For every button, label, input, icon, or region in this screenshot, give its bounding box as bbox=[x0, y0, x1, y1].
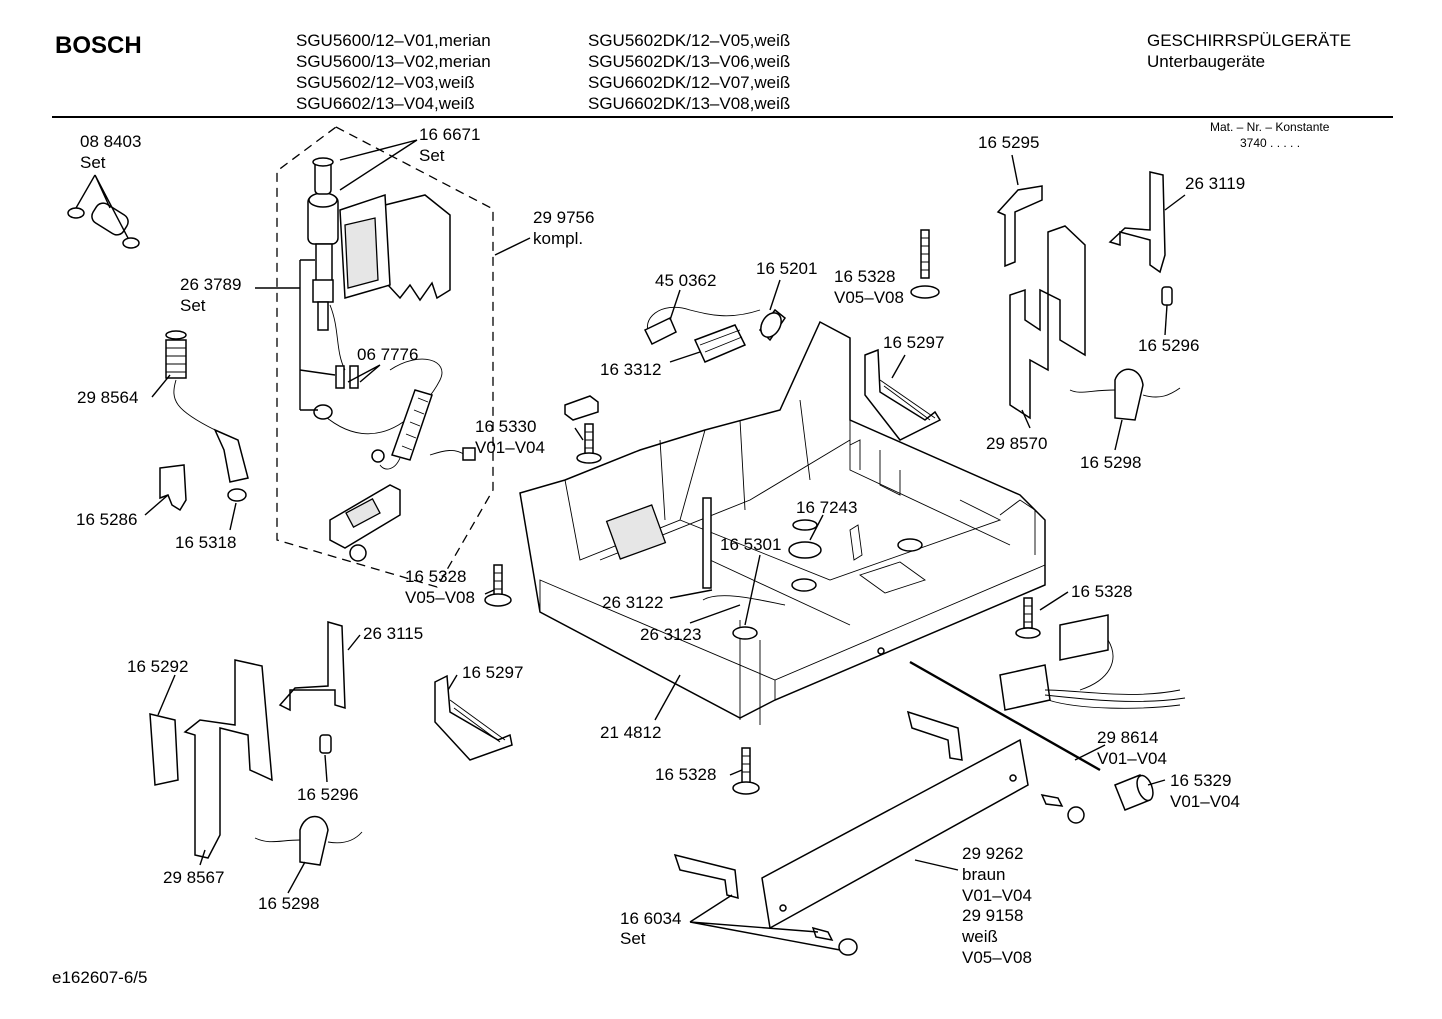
part-label: 16 5329 bbox=[1170, 771, 1231, 790]
part-label: 45 0362 bbox=[655, 271, 716, 290]
spring-clip-bottom bbox=[434, 674, 513, 761]
part-label: 26 3123 bbox=[640, 625, 701, 644]
plinth-bracket-bottom bbox=[673, 853, 739, 900]
category-title: GESCHIRRSPÜLGERÄTE bbox=[1147, 31, 1351, 50]
part-label: V01–V04 bbox=[1170, 792, 1240, 811]
part-label: 16 6671 bbox=[419, 125, 480, 144]
mat-nr-value: 3740 . . . . . bbox=[1240, 136, 1300, 150]
part-label: kompl. bbox=[533, 229, 583, 248]
part-label: 16 5297 bbox=[883, 333, 944, 352]
inlet-valve-housing bbox=[307, 157, 451, 331]
model-line: SGU5602DK/13–V06,weiß bbox=[588, 52, 790, 71]
part-label: V01–V04 bbox=[962, 886, 1032, 905]
part-label: 16 5318 bbox=[175, 533, 236, 552]
part-label: 29 8614 bbox=[1097, 728, 1158, 747]
part-label: 21 4812 bbox=[600, 723, 661, 742]
part-label: Set bbox=[620, 929, 646, 948]
part-label: 16 5296 bbox=[297, 785, 358, 804]
part-label: 16 5328 bbox=[655, 765, 716, 784]
part-label: V01–V04 bbox=[475, 438, 545, 457]
part-label: 26 3119 bbox=[1185, 174, 1245, 193]
part-label: 16 5292 bbox=[127, 657, 188, 676]
model-line: SGU5602/12–V03,weiß bbox=[296, 73, 475, 92]
part-label: 16 5297 bbox=[462, 663, 523, 682]
wire-harness-right bbox=[999, 614, 1186, 711]
model-list-col2: SGU5602DK/12–V05,weiß SGU5602DK/13–V06,w… bbox=[588, 31, 790, 113]
part-label: 16 5295 bbox=[978, 133, 1039, 152]
part-label: V01–V04 bbox=[1097, 749, 1167, 768]
part-label: braun bbox=[962, 865, 1005, 884]
spring-clip-top bbox=[864, 348, 942, 441]
plinth-screw-bottom bbox=[811, 926, 858, 956]
hose-clip-set bbox=[67, 202, 140, 249]
part-label: 16 5328 bbox=[834, 267, 895, 286]
sensor-bracket bbox=[329, 484, 401, 562]
screw-right bbox=[1015, 597, 1041, 639]
model-line: SGU6602DK/13–V08,weiß bbox=[588, 94, 790, 113]
part-label: 16 5328 bbox=[1071, 582, 1132, 601]
part-label: 16 5330 bbox=[475, 417, 536, 436]
part-labels: 08 8403 Set 16 6671 Set 29 9756 kompl. 2… bbox=[76, 125, 1245, 967]
float-clip bbox=[159, 464, 187, 512]
part-label: 29 8564 bbox=[77, 388, 138, 407]
part-label: V05–V08 bbox=[405, 588, 475, 607]
model-line: SGU5600/13–V02,merian bbox=[296, 52, 491, 71]
part-label: 29 9756 bbox=[533, 208, 594, 227]
hinge-bracket-left bbox=[149, 621, 363, 866]
part-label: 16 5328 bbox=[405, 567, 466, 586]
screw-left bbox=[484, 564, 512, 607]
hose-fitting bbox=[165, 330, 249, 502]
model-line: SGU5600/12–V01,merian bbox=[296, 31, 491, 50]
part-label: 16 5286 bbox=[76, 510, 137, 529]
base-tub bbox=[519, 320, 1046, 725]
plinth-screw-top bbox=[1040, 793, 1085, 824]
part-label: 29 9158 bbox=[962, 906, 1023, 925]
model-list-col1: SGU5600/12–V01,merian SGU5600/13–V02,mer… bbox=[296, 31, 491, 113]
plinth-panel bbox=[761, 738, 1029, 930]
part-label: 26 3115 bbox=[363, 624, 423, 643]
model-line: SGU6602/13–V04,weiß bbox=[296, 94, 475, 113]
part-label: Set bbox=[80, 153, 106, 172]
model-line: SGU6602DK/12–V07,weiß bbox=[588, 73, 790, 92]
plinth-bracket-top bbox=[906, 710, 963, 761]
part-label: 06 7776 bbox=[357, 345, 418, 364]
brand-logo: BOSCH bbox=[55, 32, 142, 59]
part-label: Set bbox=[419, 146, 445, 165]
leader-lines bbox=[75, 139, 1186, 951]
control-module-top bbox=[643, 306, 787, 363]
part-label: 16 5201 bbox=[756, 259, 817, 278]
part-label: 16 5296 bbox=[1138, 336, 1199, 355]
mat-nr-label: Mat. – Nr. – Konstante bbox=[1210, 120, 1330, 134]
model-line: SGU5602DK/12–V05,weiß bbox=[588, 31, 790, 50]
part-label: 08 8403 bbox=[80, 132, 141, 151]
part-label: 16 7243 bbox=[796, 498, 857, 517]
hinge-bracket-right bbox=[996, 171, 1181, 421]
knob-part bbox=[1114, 774, 1154, 811]
part-label: 29 9262 bbox=[962, 844, 1023, 863]
screw-bottom bbox=[732, 747, 760, 795]
part-label: 29 8570 bbox=[986, 434, 1047, 453]
drawing-id: e162607-6/5 bbox=[52, 968, 147, 987]
part-label: V05–V08 bbox=[962, 948, 1032, 967]
part-label: 26 3789 bbox=[180, 275, 241, 294]
small-block-part bbox=[564, 395, 599, 421]
subcategory-title: Unterbaugeräte bbox=[1147, 52, 1265, 71]
part-label: weiß bbox=[961, 927, 998, 946]
part-label: 16 5298 bbox=[1080, 453, 1141, 472]
part-label: V05–V08 bbox=[834, 288, 904, 307]
screw-mid bbox=[576, 423, 602, 464]
screw-top bbox=[910, 229, 940, 299]
assembly-boundary bbox=[276, 126, 494, 588]
part-label: 16 5298 bbox=[258, 894, 319, 913]
part-label: 26 3122 bbox=[602, 593, 663, 612]
part-label: 16 3312 bbox=[600, 360, 661, 379]
part-label: 29 8567 bbox=[163, 868, 224, 887]
part-label: 16 6034 bbox=[620, 909, 681, 928]
part-label: Set bbox=[180, 296, 206, 315]
part-label: 16 5301 bbox=[720, 535, 781, 554]
air-hose-coil bbox=[371, 389, 476, 470]
operating-rod bbox=[909, 660, 1101, 772]
